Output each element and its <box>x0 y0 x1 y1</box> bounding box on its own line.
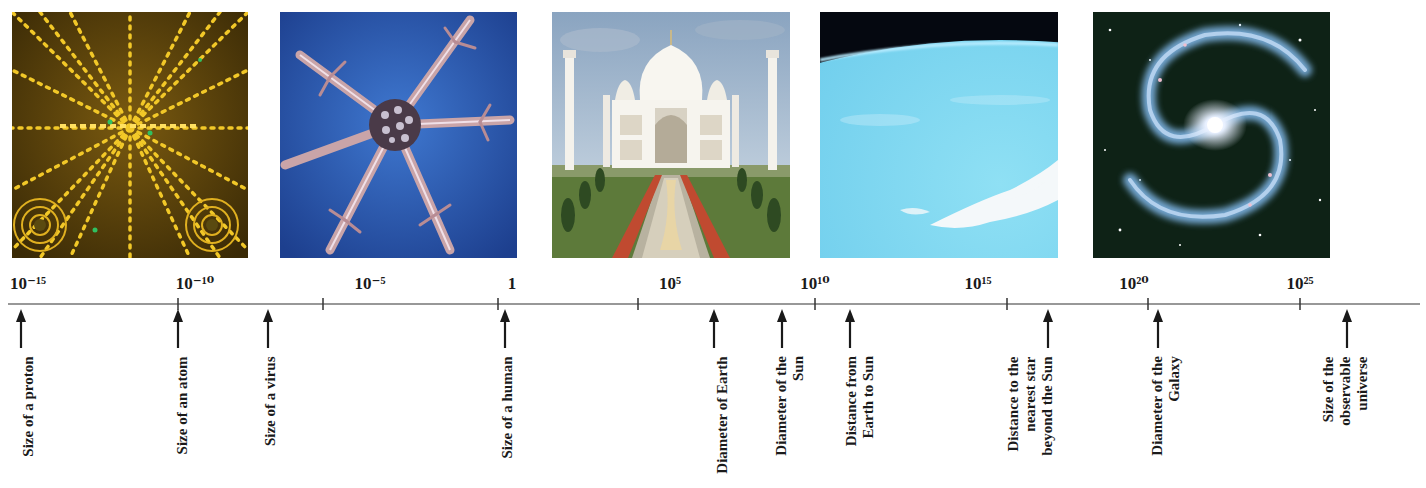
object-label: Diameter of the Galaxy <box>1149 356 1183 476</box>
object-label: Diameter of Earth <box>714 356 731 476</box>
object-label: Distance to the nearest star beyond the … <box>1005 356 1056 476</box>
object-label: Distance from Earth to Sun <box>843 356 877 476</box>
scale-label: 10⁻¹⁵ <box>10 273 46 294</box>
scale-label: 10⁻¹⁰ <box>176 273 215 294</box>
object-label: Size of the observable universe <box>1320 356 1371 476</box>
scale-label: 10⁵ <box>659 274 681 294</box>
object-label: Size of a virus <box>262 356 279 476</box>
scale-label: 10²⁰ <box>1119 273 1149 294</box>
object-label: Size of a proton <box>20 356 37 476</box>
object-label: Size of an atom <box>174 356 191 476</box>
scale-label: 1 <box>508 274 517 294</box>
scale-label: 10¹⁰ <box>800 273 830 294</box>
scale-label: 10¹⁵ <box>964 274 991 294</box>
scale-label: 10²⁵ <box>1286 274 1313 294</box>
scale-label: 10⁻⁵ <box>354 273 385 294</box>
object-label: Diameter of the Sun <box>773 356 807 476</box>
object-label: Size of a human <box>499 356 516 476</box>
